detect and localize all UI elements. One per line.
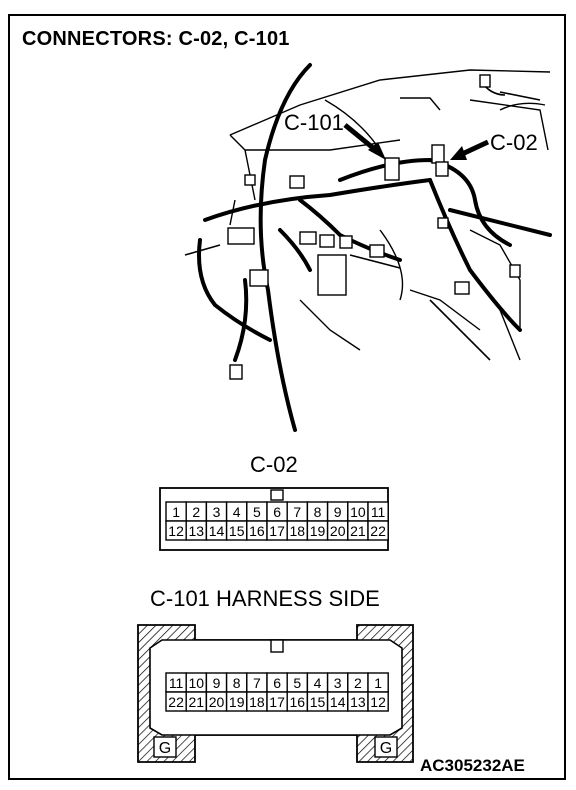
c101-pin-label: 14	[330, 694, 346, 710]
c02-pin-label: 22	[370, 523, 386, 539]
c02-pin-label: 16	[249, 523, 265, 539]
c02-pin-label: 6	[273, 504, 281, 520]
ground-label-right: G	[380, 740, 392, 757]
c101-pin-label: 10	[189, 675, 205, 691]
c101-pin-label: 13	[350, 694, 366, 710]
c02-pin-label: 14	[209, 523, 225, 539]
c101-pin-label: 2	[354, 675, 362, 691]
c101-pin-label: 17	[269, 694, 285, 710]
connector-c101-label: C-101 HARNESS SIDE	[150, 586, 380, 611]
c02-pin-label: 2	[192, 504, 200, 520]
harness-connectors	[227, 74, 521, 380]
c101-pin-label: 5	[293, 675, 301, 691]
ground-mark-left	[153, 736, 177, 758]
c101-pin-label: 20	[209, 694, 225, 710]
c101-pin-label: 12	[370, 694, 386, 710]
c101-pin-label: 8	[233, 675, 241, 691]
c101-pin-label: 3	[334, 675, 342, 691]
c101-pin-label: 11	[169, 675, 184, 691]
c02-pin-label: 5	[253, 504, 261, 520]
c101-pin-label: 22	[168, 694, 184, 710]
c02-pin-label: 11	[371, 504, 386, 520]
c02-pin-label: 17	[269, 523, 285, 539]
connector-c02-lock-tab	[270, 489, 284, 501]
c02-pin-label: 19	[310, 523, 326, 539]
c101-pin-label: 15	[310, 694, 326, 710]
figure-title: CONNECTORS: C-02, C-101	[22, 28, 290, 50]
wire-harness-thin	[184, 79, 541, 361]
c101-pin-label: 16	[290, 694, 306, 710]
c02-pin-label: 20	[330, 523, 346, 539]
c101-pin-label: 9	[213, 675, 221, 691]
c101-pin-label: 19	[229, 694, 245, 710]
callout-label-c101: C-101	[284, 110, 344, 135]
callout-arrows	[343, 123, 490, 160]
ground-label-left: G	[159, 740, 171, 757]
c101-pin-label: 18	[249, 694, 265, 710]
c101-pin-label: 21	[189, 694, 205, 710]
c02-pin-label: 12	[168, 523, 184, 539]
c101-pin-12	[367, 691, 389, 712]
c101-pin-label: 7	[253, 675, 261, 691]
c101-pin-label: 4	[314, 675, 322, 691]
c02-pin-label: 8	[314, 504, 322, 520]
c02-pin-label: 13	[189, 523, 205, 539]
c101-pin-label: 1	[374, 675, 382, 691]
c02-pin-label: 4	[233, 504, 241, 520]
connector-c101-lock-tab	[270, 639, 284, 653]
c02-pin-label: 10	[350, 504, 366, 520]
connector-c02-label: C-02	[250, 452, 298, 477]
figure-frame	[8, 14, 566, 780]
c101-pin-label: 6	[273, 675, 281, 691]
c02-pin-label: 15	[229, 523, 245, 539]
figure-code: AC305232AE	[420, 756, 525, 775]
c02-pin-label: 3	[213, 504, 221, 520]
c02-pin-22	[367, 520, 389, 541]
ground-mark-right	[374, 736, 398, 758]
c02-pin-label: 21	[350, 523, 366, 539]
callout-label-c02: C-02	[490, 130, 538, 155]
c02-pin-label: 18	[290, 523, 306, 539]
c02-pin-label: 9	[334, 504, 342, 520]
c02-pin-label: 7	[293, 504, 301, 520]
c02-pin-label: 1	[172, 504, 180, 520]
